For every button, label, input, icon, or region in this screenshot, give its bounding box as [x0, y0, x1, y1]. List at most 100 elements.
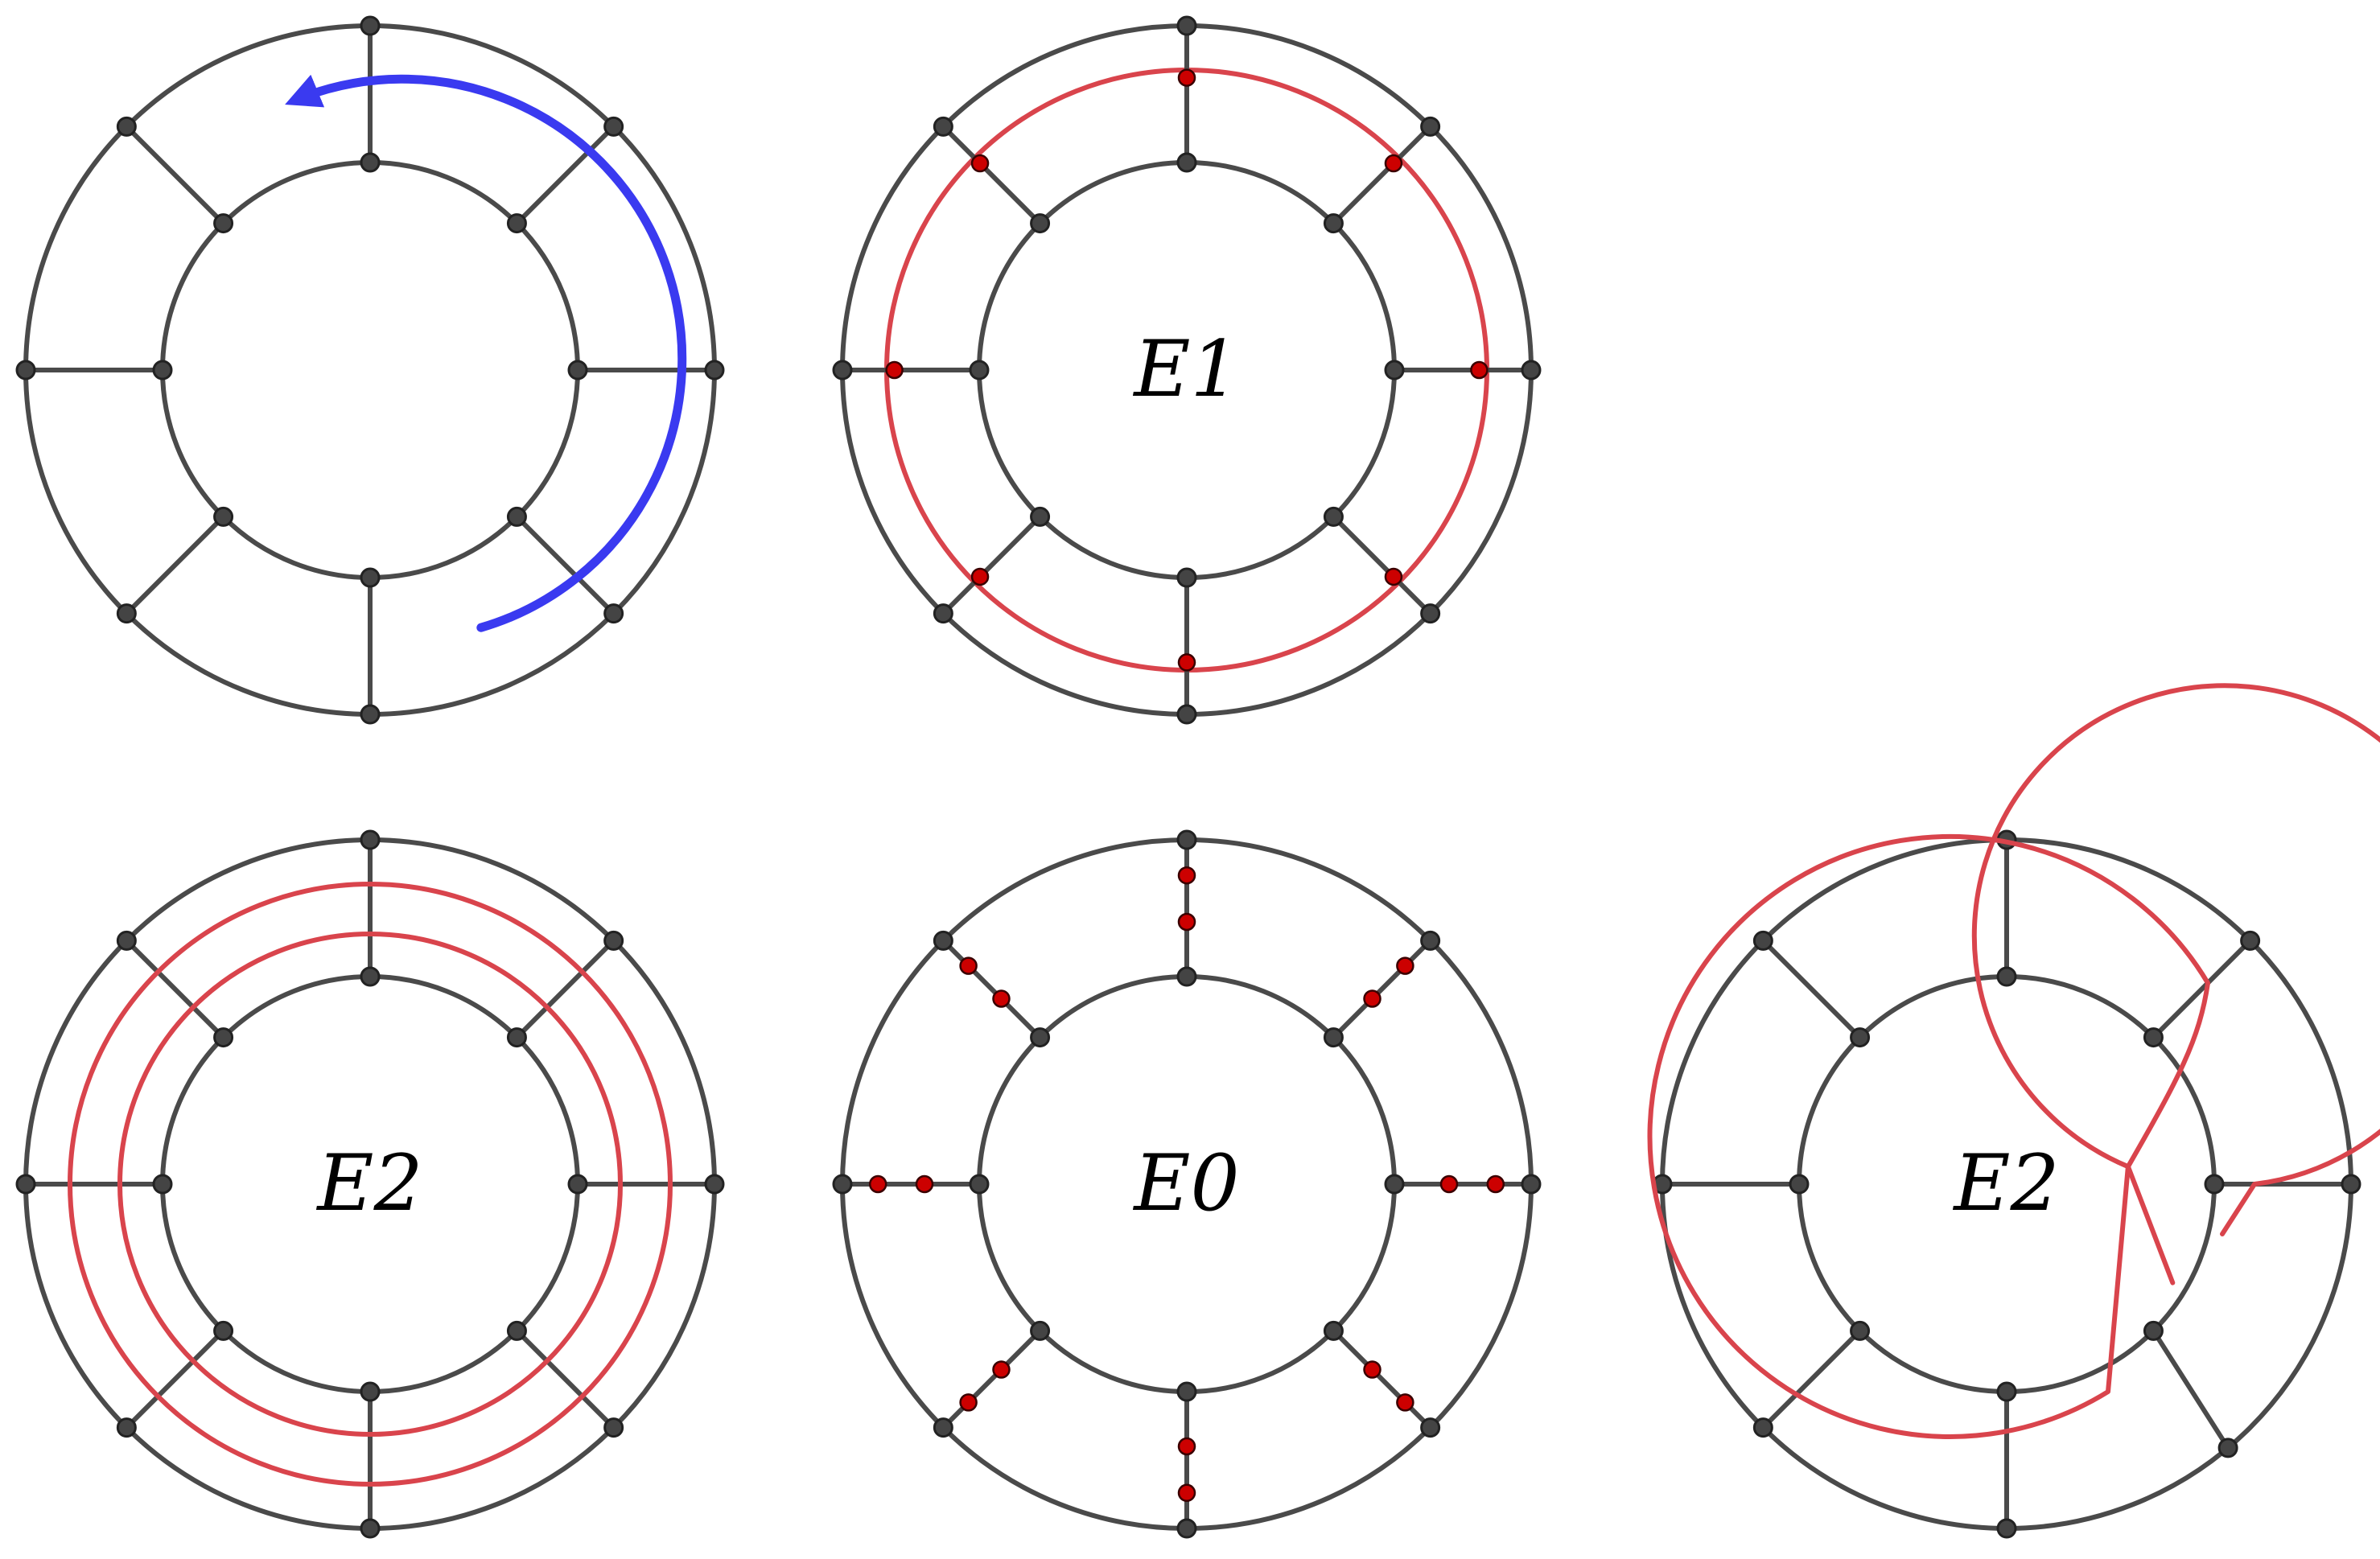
panel-e2-concentric-graph: E2 — [15, 829, 725, 1539]
graph-vertex — [116, 930, 137, 951]
graph-vertex — [1384, 360, 1405, 380]
panel-label: E1 — [1132, 324, 1239, 414]
spoke-edge — [125, 1329, 225, 1429]
graph-vertex — [1176, 1381, 1197, 1402]
subdivision-marker — [1384, 154, 1403, 173]
subdivision-marker — [992, 989, 1011, 1008]
subdivision-marker — [1396, 956, 1414, 975]
graph-vertex — [969, 1174, 990, 1195]
graph-vertex — [1323, 506, 1344, 527]
graph-vertex — [15, 360, 36, 380]
graph-vertex — [1850, 1320, 1871, 1341]
graph-vertex — [1521, 1174, 1542, 1195]
graph-vertex — [933, 930, 953, 951]
panel-e1-graph: E1 — [832, 15, 1542, 725]
graph-vertex — [1030, 1027, 1051, 1048]
graph-vertex — [1752, 930, 1773, 951]
graph-vertex — [832, 360, 853, 380]
graph-vertex — [1384, 1174, 1405, 1195]
graph-vertex — [704, 360, 725, 380]
rotation-arrow — [285, 74, 687, 632]
graph-vertex — [360, 966, 381, 987]
subdivision-marker — [885, 360, 904, 380]
subdivision-marker — [959, 1393, 978, 1412]
graph-vertex — [1176, 15, 1197, 36]
annulus-graph — [832, 829, 1542, 1539]
annulus-graph — [15, 829, 725, 1539]
graph-vertex — [1996, 966, 2017, 987]
graph-vertex — [1030, 1320, 1051, 1341]
spoke-edge — [1332, 1329, 1432, 1429]
graph-vertex — [1789, 1174, 1810, 1195]
subdivision-marker — [1486, 1174, 1505, 1194]
graph-vertex — [1323, 213, 1344, 234]
graph-vertex — [603, 116, 624, 137]
graph-vertex — [116, 603, 137, 624]
subdivision-marker — [1470, 360, 1489, 380]
panel-label: E0 — [1132, 1138, 1239, 1228]
subdivision-marker — [1177, 866, 1196, 885]
spoke-edge — [1761, 939, 1862, 1039]
graph-vertex — [213, 213, 234, 234]
graph-vertex — [506, 506, 527, 527]
graph-vertex — [506, 1320, 527, 1341]
graph-vertex — [2143, 1320, 2164, 1341]
graph-vertex — [969, 360, 990, 380]
subdivision-markers — [885, 68, 1489, 672]
subdivision-marker — [1177, 1437, 1196, 1456]
graph-vertex — [1176, 1518, 1197, 1539]
spoke-edge — [515, 1329, 616, 1429]
graph-vertex — [1850, 1027, 1871, 1048]
subdivision-marker — [1177, 912, 1196, 932]
graph-vertex — [360, 704, 381, 725]
graph-vertex — [1323, 1320, 1344, 1341]
graph-vertex — [1176, 966, 1197, 987]
red-cycle-outer — [68, 882, 673, 1487]
subdivision-markers — [868, 866, 1505, 1503]
graph-vertex — [603, 930, 624, 951]
graph-vertex — [2143, 1027, 2164, 1048]
graph-vertex — [360, 1381, 381, 1402]
graph-vertex — [1030, 506, 1051, 527]
spoke-edge — [515, 125, 616, 225]
spoke-edge — [2151, 939, 2252, 1039]
red-cycle-twisted-inner — [1647, 833, 2210, 1439]
graph-vertex — [506, 213, 527, 234]
spoke-edge — [1761, 1329, 1862, 1429]
graph-vertex — [152, 360, 173, 380]
subdivision-marker — [1439, 1174, 1459, 1194]
spoke-edge — [941, 125, 1042, 225]
graph-vertex — [506, 1027, 527, 1048]
graph-vertex — [567, 360, 588, 380]
graph-vertex — [1521, 360, 1542, 380]
graph-vertex — [360, 15, 381, 36]
graph-vertex — [152, 1174, 173, 1195]
graph-vertex — [213, 1027, 234, 1048]
graph-vertex — [2217, 1438, 2238, 1458]
graph-vertex — [1420, 116, 1441, 137]
panel-label: E2 — [1952, 1138, 2059, 1228]
graph-vertex — [933, 1417, 953, 1438]
graph-vertex — [1420, 603, 1441, 624]
subdivision-marker — [1363, 1360, 1381, 1379]
panel-label: E2 — [315, 1138, 422, 1228]
spoke-edge — [941, 515, 1042, 615]
subdivision-marker — [1396, 1393, 1414, 1412]
spoke-edge — [125, 939, 225, 1039]
annulus-graph — [832, 15, 1542, 725]
graph-vertex — [213, 506, 234, 527]
graph-vertex — [1176, 152, 1197, 173]
subdivision-marker — [970, 567, 990, 586]
graph-vertex — [116, 1417, 137, 1438]
graph-vertex — [360, 152, 381, 173]
graph-vertex — [2341, 1174, 2361, 1195]
subdivision-marker — [1384, 567, 1403, 586]
spoke-edge — [2151, 1329, 2230, 1450]
subdivision-marker — [1177, 68, 1196, 87]
spoke-edge — [515, 939, 616, 1039]
graph-vertex — [1420, 1417, 1441, 1438]
subdivision-marker — [1177, 653, 1196, 672]
graph-vertex — [1996, 1518, 2017, 1539]
graph-vertex — [933, 116, 953, 137]
